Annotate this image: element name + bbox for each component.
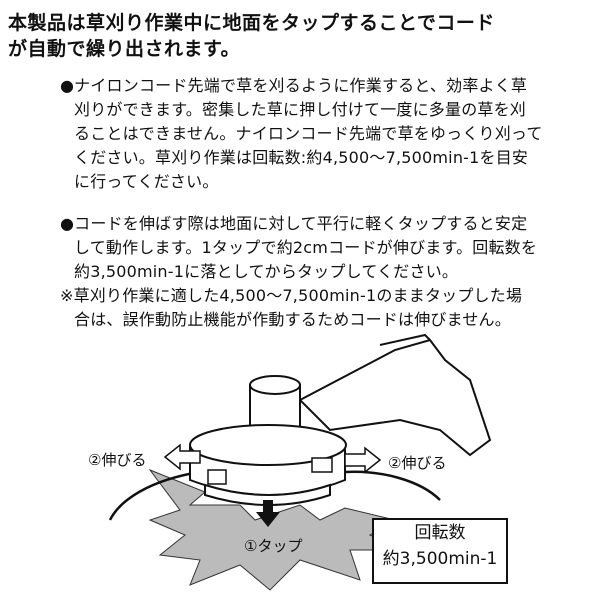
- arrow-left-icon: [163, 443, 201, 471]
- nylon-cord: [108, 470, 441, 521]
- bullet1-line: 刈りができます。密集した草に押し付けて一度に多量の草を刈: [74, 100, 527, 119]
- rpm-label: 回転数: [414, 523, 466, 543]
- rpm-box: 回転数 約3,500min-1: [372, 518, 508, 584]
- tap-label: ①タップ: [244, 537, 303, 555]
- bullet2-line: 約3,500min-1に落としてからタップしてください。: [74, 262, 459, 281]
- title-line-1: 本製品は草刈り作業中に地面をタップすることでコード: [8, 12, 495, 34]
- extend-right-label: ②伸びる: [388, 454, 447, 472]
- note-line: 合は、誤作動防止機能が作動するためコードは伸びません。: [74, 310, 511, 329]
- bullet1-line: ることはできません。ナイロンコード先端で草をゆっくり刈って: [74, 124, 543, 143]
- bullet1-line: に行ってください。: [74, 172, 219, 191]
- bullet1-line: ●ナイロンコード先端で草を刈るように作業すると、効率よく草: [60, 76, 528, 95]
- impact-burst: [148, 468, 406, 591]
- title-line-2: が自動で繰り出されます。: [8, 38, 241, 60]
- note-line: ※草刈り作業に適した4,500～7,500min-1のままタップした場: [60, 286, 523, 305]
- arrow-down-icon: [256, 500, 280, 527]
- bullet2-line: して動作します。1タップで約2cmコードが伸びます。回転数を: [74, 238, 538, 257]
- arrow-right-icon: [344, 446, 382, 474]
- extend-left-label: ②伸びる: [88, 451, 147, 469]
- bullet2-line: ●コードを伸ばす際は地面に対して平行に軽くタップすると安定: [60, 214, 528, 233]
- shaft-housing: [298, 338, 492, 457]
- rpm-value: 約3,500min-1: [382, 549, 498, 569]
- bullet1-line: ください。草刈り作業は回転数:約4,500～7,500min-1を目安: [74, 148, 529, 167]
